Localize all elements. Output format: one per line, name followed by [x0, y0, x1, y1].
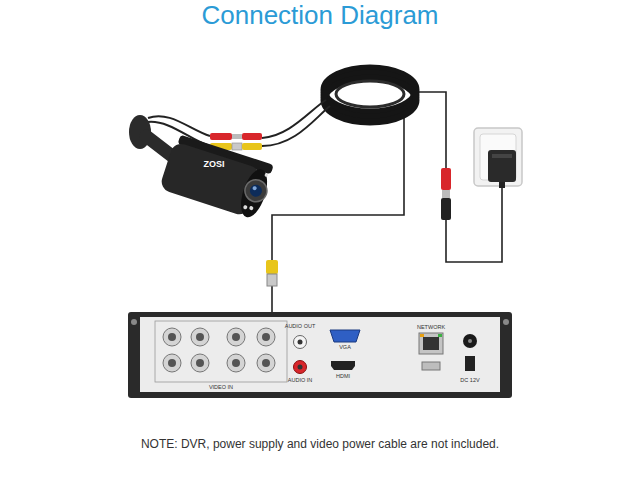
bnc-port — [227, 328, 245, 346]
power-connector — [441, 168, 451, 190]
diagram-title: Connection Diagram — [201, 1, 438, 30]
wall-outlet — [474, 128, 522, 186]
power-jack — [465, 356, 475, 371]
port-label: DC 12V — [460, 377, 479, 383]
bnc-port — [227, 354, 245, 372]
vga-port — [330, 330, 360, 342]
network-port — [423, 337, 439, 350]
rca-port — [298, 340, 303, 345]
port-label: VIDEO IN — [209, 384, 233, 390]
power-adapter — [488, 150, 516, 182]
bnc-plug — [266, 260, 278, 274]
bullet-camera — [252, 186, 257, 191]
cable-coil — [324, 68, 416, 122]
cable-connectors — [242, 133, 262, 140]
bnc-port — [163, 328, 181, 346]
camera-pigtail — [148, 100, 330, 146]
camera-pigtail — [148, 116, 210, 136]
cable-coil — [324, 73, 416, 117]
power-jack — [468, 339, 472, 343]
dvr-recorder — [128, 312, 512, 398]
bnc-port — [163, 328, 275, 372]
wall-outlet — [474, 128, 522, 186]
power-cable — [446, 188, 502, 262]
hdmi-port — [331, 361, 355, 370]
rca-port — [294, 336, 307, 374]
dvr-recorder — [128, 312, 512, 398]
bnc-port — [262, 359, 270, 367]
bnc-port — [262, 333, 270, 341]
power-adapter — [492, 154, 512, 158]
cable-coil — [324, 78, 416, 122]
bnc-port — [232, 359, 240, 367]
bullet-camera — [236, 166, 272, 220]
cable-coil — [336, 81, 404, 107]
rca-port — [294, 336, 307, 349]
bnc-plug — [267, 274, 277, 286]
vga-port — [330, 330, 360, 342]
brand-logo: ZOSI — [203, 160, 224, 170]
bullet-camera — [243, 205, 248, 210]
video-cable — [271, 286, 273, 313]
port-label: AUDIO IN — [288, 377, 312, 383]
bnc-port — [196, 359, 204, 367]
bullet-camera — [129, 115, 276, 221]
bnc-port — [196, 333, 204, 341]
cable-connectors — [210, 133, 232, 140]
bullet-camera — [248, 183, 263, 198]
power-connector — [442, 190, 450, 198]
dvr-recorder — [155, 321, 287, 382]
power-adapter — [488, 150, 516, 188]
rca-port — [294, 361, 307, 374]
note-text: NOTE: DVR, power supply and video power … — [141, 438, 499, 451]
port-label: NETWORK — [417, 324, 445, 330]
dvr-recorder — [131, 319, 137, 325]
network-port — [420, 334, 424, 337]
bullet-camera — [159, 133, 276, 220]
bullet-camera — [249, 206, 254, 211]
port-label: AUDIO OUT — [285, 323, 316, 329]
bnc-port — [257, 354, 275, 372]
bullet-camera — [159, 141, 262, 217]
power-adapter — [499, 182, 505, 188]
bnc-port — [191, 328, 209, 346]
cable-connectors — [242, 143, 262, 150]
dvr-recorder — [503, 319, 509, 325]
bnc-port — [163, 354, 181, 372]
network-port — [422, 362, 440, 370]
video-cable — [272, 118, 404, 313]
power-connector — [441, 168, 451, 220]
bnc-port — [168, 333, 176, 341]
dvr-recorder — [140, 317, 500, 392]
hdmi-port — [331, 361, 355, 370]
rca-port — [298, 365, 303, 370]
video-cable — [272, 118, 404, 260]
bullet-camera — [242, 177, 270, 205]
power-jack — [463, 334, 477, 348]
bnc-port — [168, 359, 176, 367]
bnc-plug — [266, 260, 278, 286]
bnc-port — [257, 328, 275, 346]
port-label: VGA — [339, 344, 351, 350]
power-connector — [441, 198, 451, 220]
network-port — [419, 333, 443, 370]
power-jack — [463, 334, 477, 371]
power-cable — [414, 92, 502, 262]
bnc-port — [191, 354, 209, 372]
camera-pigtail — [262, 106, 330, 146]
cable-connectors — [232, 143, 242, 150]
network-port — [438, 334, 442, 337]
port-label: HDMI — [336, 373, 350, 379]
cable-connectors — [232, 134, 242, 139]
bnc-port — [232, 333, 240, 341]
bullet-camera — [264, 173, 268, 177]
network-port — [419, 333, 443, 354]
